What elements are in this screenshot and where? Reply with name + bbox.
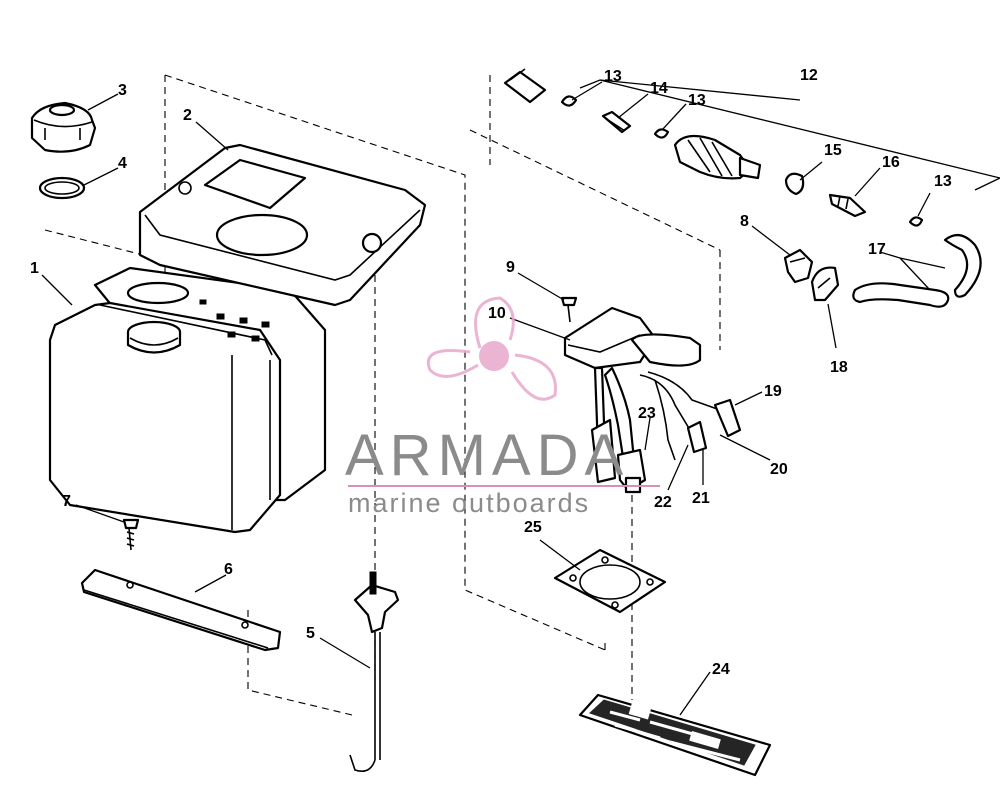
brand-tagline: marine outboards <box>348 488 590 518</box>
callout-1: 1 <box>30 260 39 277</box>
callout-17: 17 <box>868 241 886 258</box>
callout-24: 24 <box>712 661 730 678</box>
fuel-hose <box>852 233 982 308</box>
callout-10: 10 <box>488 305 506 322</box>
callout-16: 16 <box>882 154 900 171</box>
hose-clamps <box>783 248 840 302</box>
callout-20: 20 <box>770 461 788 478</box>
bracket-screw <box>122 518 140 551</box>
primer-bulb-assembly <box>503 68 924 227</box>
armada-watermark: ARMADA marine outboards <box>345 296 660 518</box>
callout-21: 21 <box>692 490 710 507</box>
callout-12: 12 <box>800 67 818 84</box>
callout-14: 14 <box>650 80 668 97</box>
callout-15: 15 <box>824 142 842 159</box>
tank-cover <box>138 143 427 307</box>
cap-gasket <box>38 176 86 200</box>
fuel-cap <box>30 101 97 153</box>
callout-13-b: 13 <box>688 92 706 109</box>
callout-18: 18 <box>830 359 848 376</box>
callout-19: 19 <box>764 383 782 400</box>
callout-labels: 1 2 3 4 5 6 7 8 9 10 12 13 13 13 14 15 1… <box>30 67 952 678</box>
callout-13-a: 13 <box>604 68 622 85</box>
callout-2: 2 <box>183 107 192 124</box>
callout-22: 22 <box>654 494 672 511</box>
fuel-gauge <box>349 571 400 773</box>
instruction-decal <box>578 693 772 777</box>
pickup-gasket <box>553 548 667 614</box>
callout-3: 3 <box>118 82 127 99</box>
pickup-screw <box>560 296 578 323</box>
callout-7: 7 <box>62 493 71 510</box>
callout-13-c: 13 <box>934 173 952 190</box>
callout-6: 6 <box>224 561 233 578</box>
fuel-tank <box>48 266 327 534</box>
callout-9: 9 <box>506 259 515 276</box>
callout-5: 5 <box>306 625 315 642</box>
brand-name: ARMADA <box>345 423 629 488</box>
callout-4: 4 <box>118 155 127 172</box>
leader-lines <box>41 79 1000 716</box>
callout-23: 23 <box>638 405 656 422</box>
callout-8: 8 <box>740 213 749 230</box>
callout-25: 25 <box>524 519 542 536</box>
propeller-logo-icon <box>427 296 557 401</box>
fuel-pickup-assembly <box>563 306 742 494</box>
tank-bracket <box>80 568 282 652</box>
